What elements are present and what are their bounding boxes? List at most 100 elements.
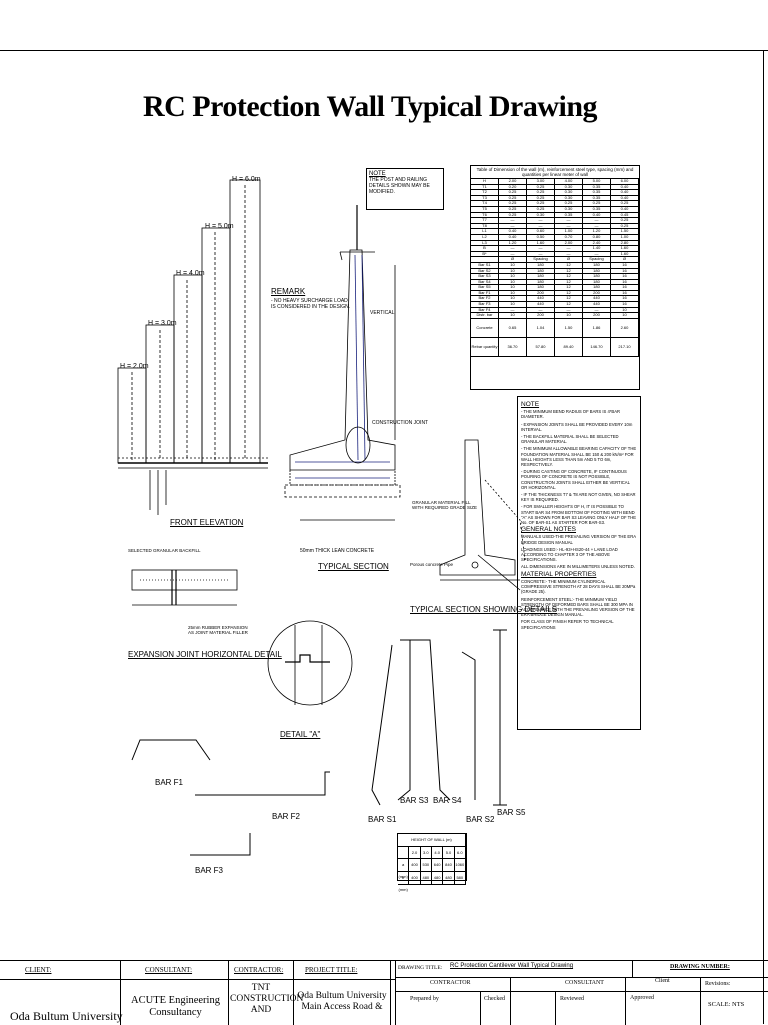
bar-s2-shape	[461, 651, 476, 800]
note-item: - IF THE THICKNESS T7 & T8 ARE NOT GIVEN…	[521, 492, 636, 503]
dimension-table-cell: —	[499, 307, 527, 313]
client-name: Oda Bultum University	[10, 1009, 123, 1023]
dimension-table-cell: 180	[583, 279, 611, 285]
dimension-table-cell: —	[527, 218, 555, 223]
bar-s2-label: BAR S2	[466, 815, 495, 824]
dimension-table-cell: T2	[471, 190, 499, 195]
dimension-table-cell: L1	[471, 229, 499, 234]
height-label-5: H = 5.0m	[205, 223, 234, 230]
bars-table-cell: 480	[443, 872, 455, 884]
dimension-table-cell: 440	[583, 302, 611, 307]
dimension-table-cell: —	[527, 246, 555, 251]
dimension-table-cell: 0.40	[611, 190, 639, 195]
note-item: - FOR SMALLER HEIGHTS OF H, IT IS POSSIB…	[521, 504, 637, 526]
dimension-table-cell	[471, 257, 499, 262]
dimension-table-cell: H	[471, 179, 499, 184]
dimension-table-cell: B	[471, 246, 499, 251]
dimension-table-cell: —	[555, 307, 583, 313]
dimension-table-cell: 10	[499, 302, 527, 307]
bar-s4-label: BAR S4	[433, 796, 462, 805]
dimension-table: Table of Dimension of the wall (m), rein…	[470, 165, 640, 390]
dimension-table-cell: 1.20	[499, 240, 527, 246]
dimension-table-cell: —	[499, 246, 527, 251]
rubber-expansion-label: 25mm RUBBER EXPANSION AS JOINT MATERIAL …	[188, 625, 248, 635]
contractor-column: CONTRACTOR	[430, 980, 471, 986]
dimension-table-cell: Spacing	[583, 257, 611, 262]
dimension-table-cell: —	[499, 218, 527, 223]
dimension-table-cell: 1.20	[583, 229, 611, 234]
bars-table-cell: 640	[432, 859, 444, 872]
dimension-table-cell: 5.00	[583, 179, 611, 184]
drawing-title: RC Protection Wall Typical Drawing	[142, 90, 598, 123]
dimension-table-cell: Ø	[499, 257, 527, 262]
dimension-table-cell: 10	[499, 274, 527, 279]
note-item: - DURING CASTING OF CONCRETE, IF CONTINU…	[521, 469, 630, 490]
dimension-table-cell: 1.50	[611, 229, 639, 234]
dimension-table-cell: 200	[527, 313, 555, 318]
note-item: - THE MINIMUM ALLOWABLE BEARING CAPACITY…	[521, 446, 637, 468]
dimension-table-cell: 0.25	[499, 206, 527, 212]
dimension-table-cell: L2	[471, 234, 499, 240]
dimension-table-cell: Bar F4	[471, 307, 499, 313]
dimension-table-cell: Bar S2	[471, 268, 499, 274]
dimension-table-cell: 200	[583, 290, 611, 296]
checked-label: Checked	[484, 996, 505, 1002]
porous-pipe-label: Porous concrete Pipe	[410, 562, 454, 567]
dimension-table-cell: 2.00	[555, 240, 583, 246]
revisions-label: Revisions:	[705, 981, 731, 987]
dimension-table-cell: 440	[583, 296, 611, 302]
dimension-table-cell: 0.40	[499, 234, 527, 240]
dimension-table-cell: 1.00	[611, 234, 639, 240]
dimension-table-cell: 200	[583, 313, 611, 318]
bars-table-cell: b (mm)	[398, 872, 410, 892]
dimension-table-cell: 0.80	[583, 234, 611, 240]
dimension-table-cell: 12	[555, 296, 583, 302]
bars-table-cell	[398, 846, 410, 859]
dimension-table-cell: 0.25	[555, 201, 583, 206]
dimension-table-cell: T6	[471, 212, 499, 218]
remark-heading: REMARK	[271, 287, 306, 296]
dimension-table-cell: 180	[583, 268, 611, 274]
dimension-table-cell: —	[499, 223, 527, 229]
dimension-table-cell: 0.40	[499, 229, 527, 234]
dimension-table-cell: 10	[499, 285, 527, 290]
bar-f1-shape	[131, 739, 211, 761]
dimension-table-cell: 1.40	[583, 246, 611, 251]
dimension-table-cell: 0.25	[527, 201, 555, 206]
dimension-table-cell: 10	[499, 262, 527, 268]
bar-f2-label: BAR F2	[272, 812, 301, 821]
dimension-table-cell: 4.00	[555, 179, 583, 184]
bars-table-cell: 530	[421, 859, 432, 872]
bar-f2-shape	[195, 771, 330, 796]
dimension-table-cell: —	[583, 251, 611, 257]
dimension-table-cell: 12	[555, 290, 583, 296]
dimension-table-cell: 180	[527, 274, 555, 279]
granular-fill-label: GRANULAR MATERIAL FILL WITH REQUIRED GRA…	[412, 500, 478, 510]
dimension-table-cell: 12	[555, 279, 583, 285]
reviewed-label: Reviewed	[560, 996, 584, 1002]
sheet-border-top	[0, 50, 768, 51]
height-label-3: H = 3.0m	[148, 320, 177, 327]
lean-concrete-label: 50mm THICK LEAN CONCRETE	[300, 548, 375, 554]
dimension-table-cell: 16	[611, 296, 639, 302]
dimension-table-cell: 1.60	[611, 251, 639, 257]
dimension-table-cell: Bar F1	[471, 290, 499, 296]
bar-s4-shape	[400, 639, 451, 801]
bars-table-cell: 6.0	[455, 846, 466, 859]
dimension-table-cell: 2.40	[583, 240, 611, 246]
note-item: - THE MINIMUM BEND RADIUS OF BARS IS 4*B…	[521, 409, 621, 420]
bars-table-header: HEIGHT OF WALL (m)	[398, 834, 466, 847]
general-note-item: LOADINGS USED:- HL-93+HS20-44 + LANE LOA…	[521, 546, 618, 563]
